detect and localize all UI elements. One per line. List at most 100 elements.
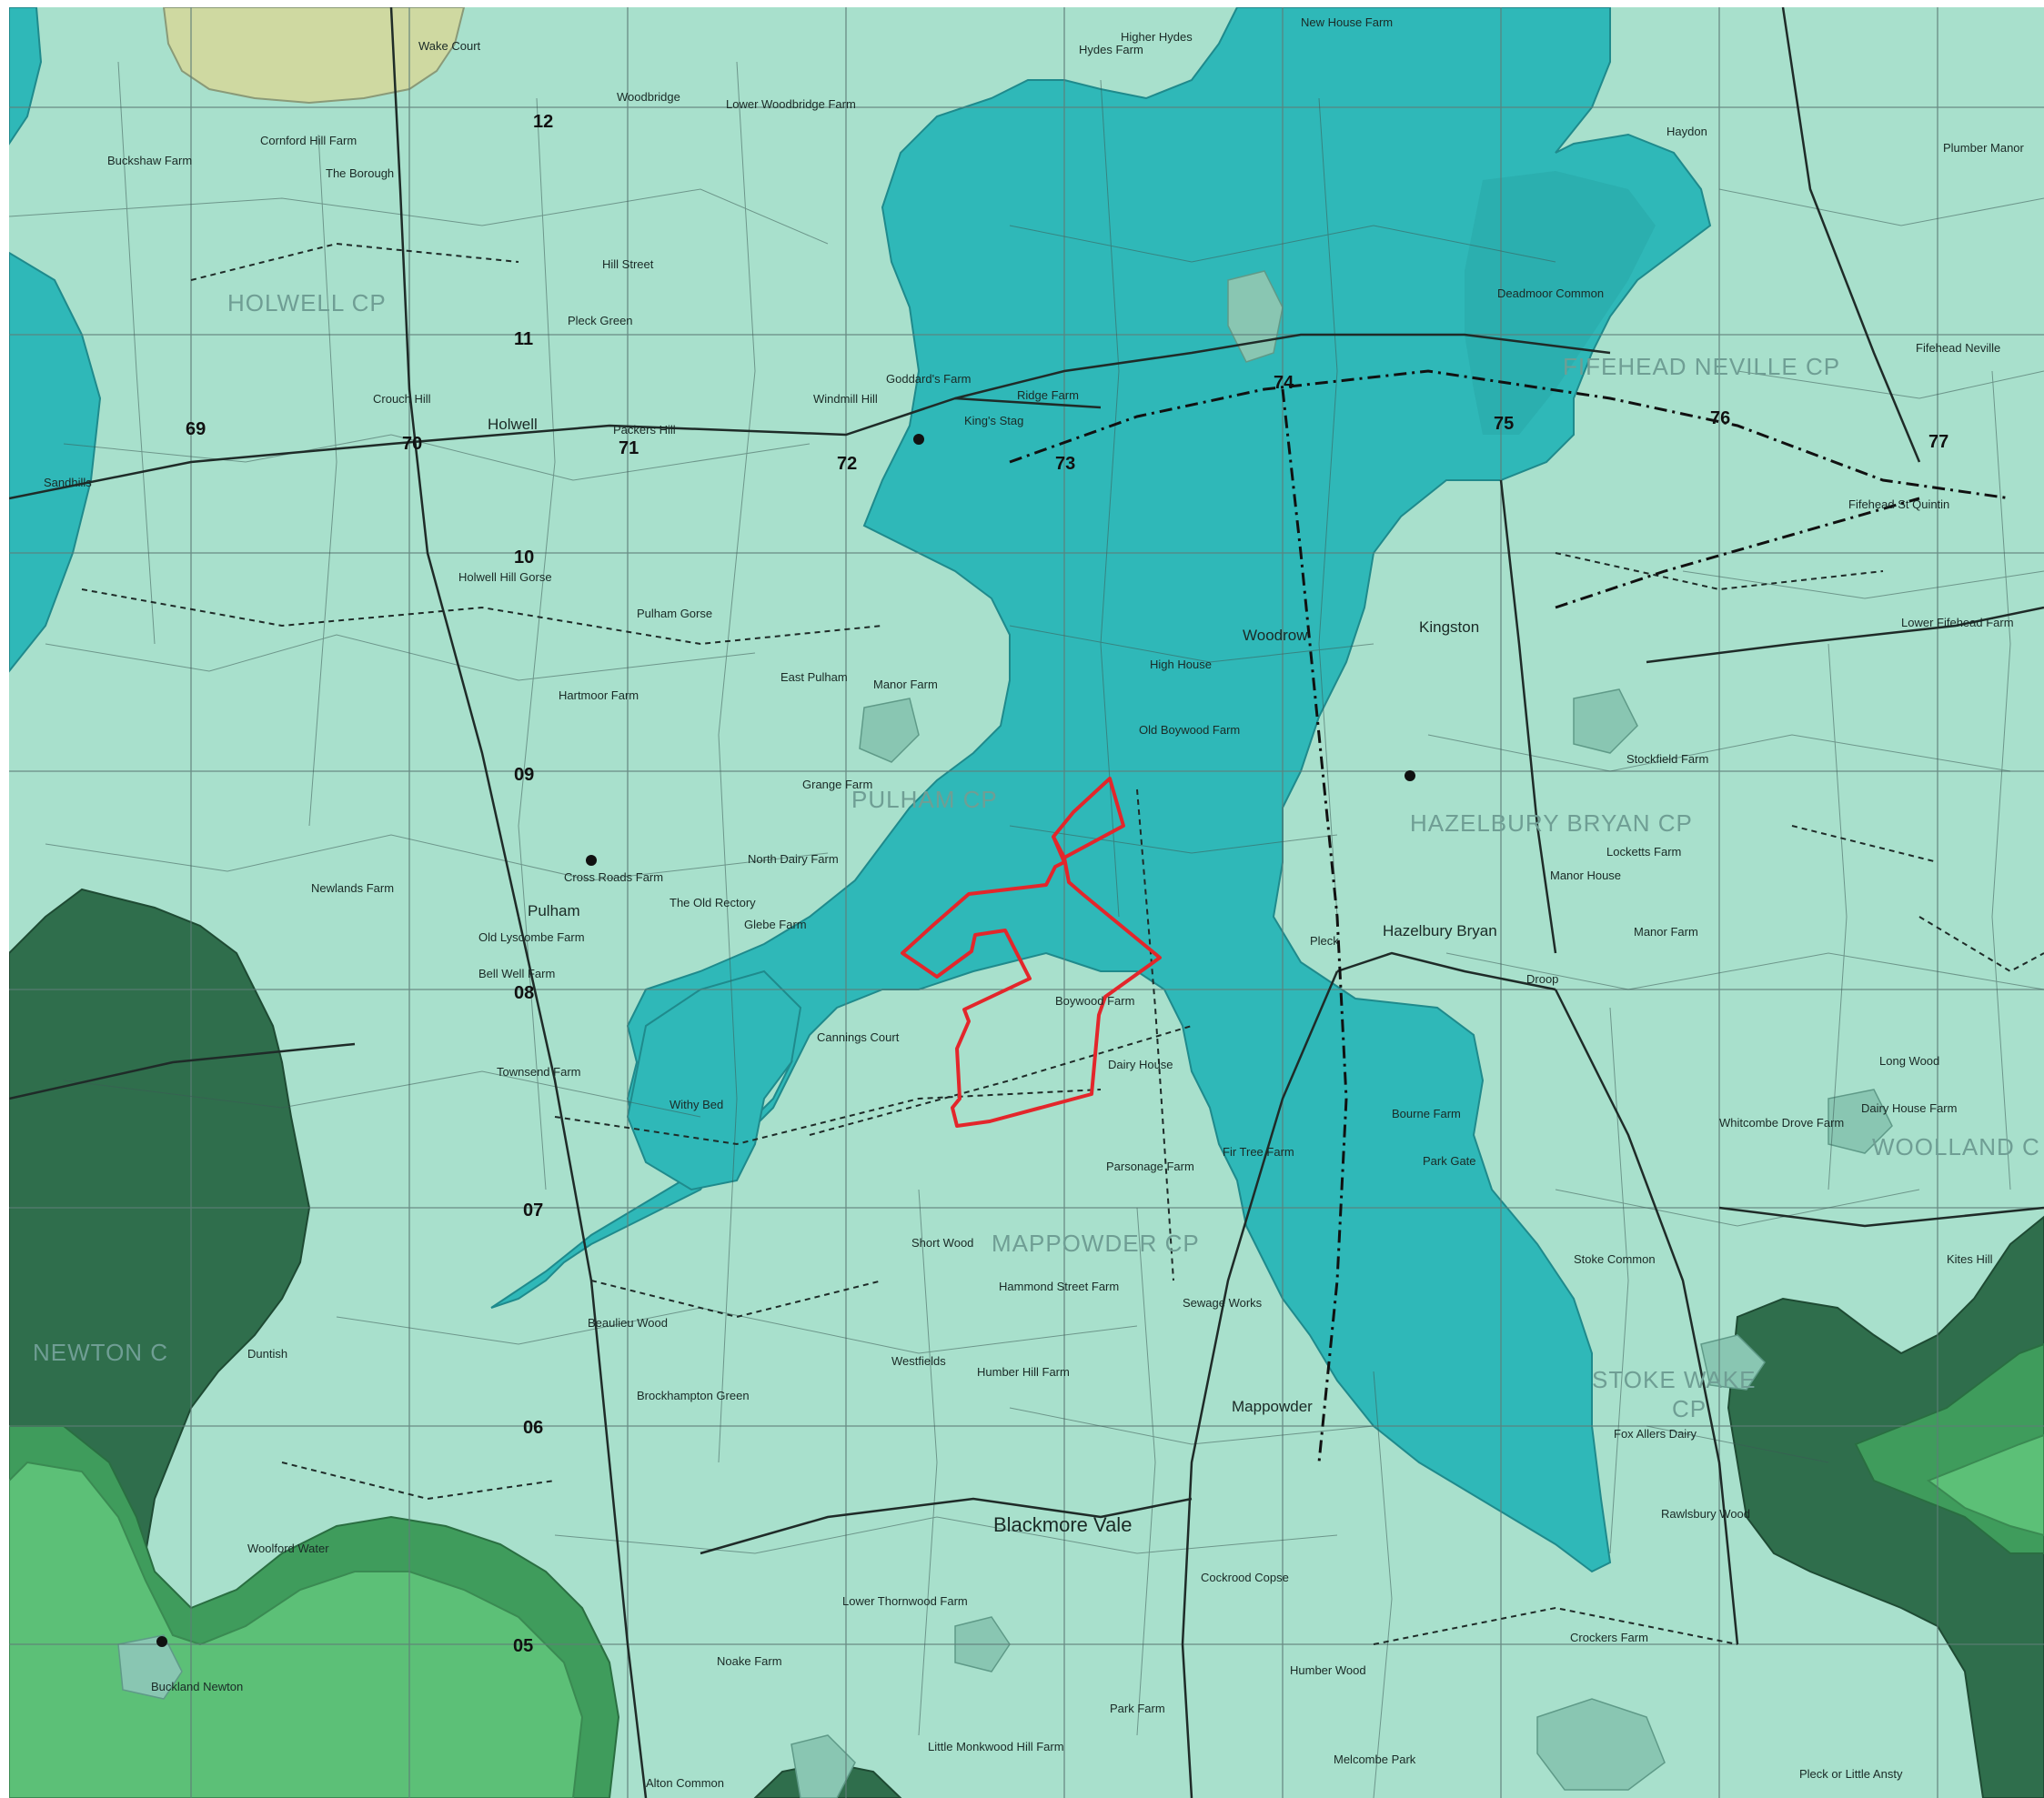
place-humber-hill-farm[interactable]: Humber Hill Farm bbox=[977, 1365, 1070, 1379]
place-dairy-house[interactable]: Dairy House bbox=[1108, 1058, 1173, 1071]
place-manor-house[interactable]: Manor House bbox=[1550, 869, 1622, 882]
place-fir-tree-farm[interactable]: Fir Tree Farm bbox=[1223, 1145, 1294, 1159]
place-parsonage-farm[interactable]: Parsonage Farm bbox=[1106, 1160, 1194, 1173]
grid-label-73: 73 bbox=[1055, 454, 1076, 474]
place-fifehead-st-quintin[interactable]: Fifehead St Quintin bbox=[1848, 497, 1950, 511]
place-goddards-farm[interactable]: Goddard's Farm bbox=[886, 372, 972, 386]
place-hill-street[interactable]: Hill Street bbox=[602, 257, 654, 271]
place-kites-hill[interactable]: Kites Hill bbox=[1947, 1252, 1993, 1266]
place-old-boywood-farm[interactable]: Old Boywood Farm bbox=[1139, 723, 1241, 737]
place-hazelbury-bryan[interactable]: Hazelbury Bryan bbox=[1383, 922, 1497, 939]
place-high-house[interactable]: High House bbox=[1150, 658, 1212, 671]
place-stoke-common[interactable]: Stoke Common bbox=[1574, 1252, 1656, 1266]
place-plumber-manor[interactable]: Plumber Manor bbox=[1943, 141, 2024, 155]
place-cross-roads-farm[interactable]: Cross Roads Farm bbox=[564, 870, 664, 884]
place-westfields[interactable]: Westfields bbox=[891, 1354, 946, 1368]
place-duntish[interactable]: Duntish bbox=[247, 1347, 288, 1361]
place-new-house-farm[interactable]: New House Farm bbox=[1301, 15, 1394, 29]
place-park-gate[interactable]: Park Gate bbox=[1423, 1154, 1476, 1168]
parish-stoke-wake: STOKE WAKE bbox=[1592, 1366, 1757, 1393]
place-hammond-street-farm[interactable]: Hammond Street Farm bbox=[999, 1280, 1120, 1293]
place-rawlsbury-wood[interactable]: Rawlsbury Wood bbox=[1661, 1507, 1751, 1521]
place-little-monkwood-hill-farm[interactable]: Little Monkwood Hill Farm bbox=[928, 1740, 1064, 1753]
place-townsend-farm[interactable]: Townsend Farm bbox=[497, 1065, 581, 1079]
place-fifehead-neville[interactable]: Fifehead Neville bbox=[1916, 341, 2001, 355]
place-hartmoor-farm[interactable]: Hartmoor Farm bbox=[559, 688, 639, 702]
site-boundary-inner bbox=[1052, 836, 1066, 859]
place-cornford-hill-farm[interactable]: Cornford Hill Farm bbox=[260, 134, 357, 147]
place-alton-common[interactable]: Alton Common bbox=[646, 1776, 724, 1790]
place-pleck-green[interactable]: Pleck Green bbox=[568, 314, 633, 327]
place-haydon[interactable]: Haydon bbox=[1666, 125, 1707, 138]
place-grange-farm[interactable]: Grange Farm bbox=[802, 778, 873, 791]
place-dairy-house-farm[interactable]: Dairy House Farm bbox=[1861, 1101, 1958, 1115]
place-cockrood-copse[interactable]: Cockrood Copse bbox=[1201, 1571, 1289, 1584]
place-ridge-farm[interactable]: Ridge Farm bbox=[1017, 388, 1079, 402]
place-blackmore-vale[interactable]: Blackmore Vale bbox=[993, 1513, 1133, 1536]
place-old-lyscombe-farm[interactable]: Old Lyscombe Farm bbox=[478, 930, 585, 944]
place-woolford-water[interactable]: Woolford Water bbox=[247, 1542, 329, 1555]
place-kings-stag[interactable]: King's Stag bbox=[964, 414, 1024, 427]
place-bell-well-farm[interactable]: Bell Well Farm bbox=[478, 967, 556, 980]
place-park-farm[interactable]: Park Farm bbox=[1110, 1702, 1165, 1715]
grid-label-09: 09 bbox=[514, 765, 535, 785]
place-withy-bed[interactable]: Withy Bed bbox=[670, 1098, 724, 1111]
place-stockfield-farm[interactable]: Stockfield Farm bbox=[1626, 752, 1709, 766]
place-buckshaw-farm[interactable]: Buckshaw Farm bbox=[107, 154, 193, 167]
place-humber-wood[interactable]: Humber Wood bbox=[1290, 1663, 1366, 1677]
place-sewage-works[interactable]: Sewage Works bbox=[1183, 1296, 1263, 1310]
place-lower-woodbridge-farm[interactable]: Lower Woodbridge Farm bbox=[726, 97, 856, 111]
place-locketts-farm[interactable]: Locketts Farm bbox=[1606, 845, 1682, 859]
place-mappowder[interactable]: Mappowder bbox=[1232, 1398, 1313, 1415]
floodplain-left-edge bbox=[9, 7, 43, 146]
place-whitcombe-drove-farm[interactable]: Whitcombe Drove Farm bbox=[1719, 1116, 1845, 1130]
place-the-old-rectory[interactable]: The Old Rectory bbox=[670, 896, 756, 909]
place-boywood-farm[interactable]: Boywood Farm bbox=[1055, 994, 1135, 1008]
place-packers-hill[interactable]: Packers Hill bbox=[613, 423, 676, 437]
place-wake-court[interactable]: Wake Court bbox=[418, 39, 481, 53]
place-beaulieu-wood[interactable]: Beaulieu Wood bbox=[588, 1316, 668, 1330]
upland-patch-yellow bbox=[162, 7, 466, 105]
place-cannings-court[interactable]: Cannings Court bbox=[817, 1030, 900, 1044]
place-sandhills[interactable]: Sandhills bbox=[44, 476, 92, 489]
place-higher-hydes[interactable]: Higher Hydes bbox=[1121, 30, 1193, 44]
place-east-pulham[interactable]: East Pulham bbox=[780, 670, 848, 684]
parish-woolland: WOOLLAND C bbox=[1872, 1133, 2040, 1160]
map-graphic bbox=[9, 7, 2044, 1798]
place-pleck-or-little-ansty[interactable]: Pleck or Little Ansty bbox=[1799, 1767, 1903, 1781]
place-deadmoor-common[interactable]: Deadmoor Common bbox=[1497, 286, 1605, 300]
place-brockhampton-green[interactable]: Brockhampton Green bbox=[637, 1389, 750, 1402]
place-buckland-newton[interactable]: Buckland Newton bbox=[151, 1680, 244, 1693]
place-bourne-farm[interactable]: Bourne Farm bbox=[1392, 1107, 1461, 1120]
grid-label-74: 74 bbox=[1274, 373, 1294, 393]
place-woodrow[interactable]: Woodrow bbox=[1243, 627, 1308, 644]
place-fox-allers-dairy[interactable]: Fox Allers Dairy bbox=[1614, 1427, 1697, 1441]
grid-label-08: 08 bbox=[514, 983, 535, 1003]
place-north-dairy-farm[interactable]: North Dairy Farm bbox=[748, 852, 839, 866]
place-woodbridge[interactable]: Woodbridge bbox=[617, 90, 680, 104]
place-crockers-farm[interactable]: Crockers Farm bbox=[1570, 1631, 1648, 1644]
place-holwell-hill-gorse[interactable]: Holwell Hill Gorse bbox=[458, 570, 552, 584]
place-glebe-farm[interactable]: Glebe Farm bbox=[744, 918, 807, 931]
place-holwell[interactable]: Holwell bbox=[488, 416, 538, 433]
place-newlands-farm[interactable]: Newlands Farm bbox=[311, 881, 395, 895]
place-pleck[interactable]: Pleck bbox=[1310, 934, 1339, 948]
place-crouch-hill[interactable]: Crouch Hill bbox=[373, 392, 431, 406]
place-short-wood[interactable]: Short Wood bbox=[911, 1236, 974, 1250]
place-the-borough[interactable]: The Borough bbox=[326, 166, 395, 180]
place-manor-farm-se[interactable]: Manor Farm bbox=[1634, 925, 1698, 939]
grid-label-75: 75 bbox=[1494, 414, 1515, 434]
place-kingston[interactable]: Kingston bbox=[1419, 618, 1480, 636]
place-pulham[interactable]: Pulham bbox=[528, 902, 580, 919]
place-manor-farm[interactable]: Manor Farm bbox=[873, 678, 938, 691]
place-pulham-gorse[interactable]: Pulham Gorse bbox=[637, 607, 713, 620]
place-hydes-farm[interactable]: Hydes Farm bbox=[1079, 43, 1143, 56]
map-canvas[interactable]: 69 70 71 72 73 74 75 76 77 12 11 10 09 0… bbox=[9, 7, 2044, 1798]
place-droop[interactable]: Droop bbox=[1526, 972, 1559, 986]
place-windmill-hill[interactable]: Windmill Hill bbox=[813, 392, 878, 406]
place-lower-fifehead-farm[interactable]: Lower Fifehead Farm bbox=[1901, 616, 2014, 629]
place-lower-thornwood-farm[interactable]: Lower Thornwood Farm bbox=[842, 1594, 968, 1608]
place-noake-farm[interactable]: Noake Farm bbox=[717, 1654, 782, 1668]
place-long-wood[interactable]: Long Wood bbox=[1879, 1054, 1940, 1068]
place-melcombe-park[interactable]: Melcombe Park bbox=[1334, 1753, 1416, 1766]
